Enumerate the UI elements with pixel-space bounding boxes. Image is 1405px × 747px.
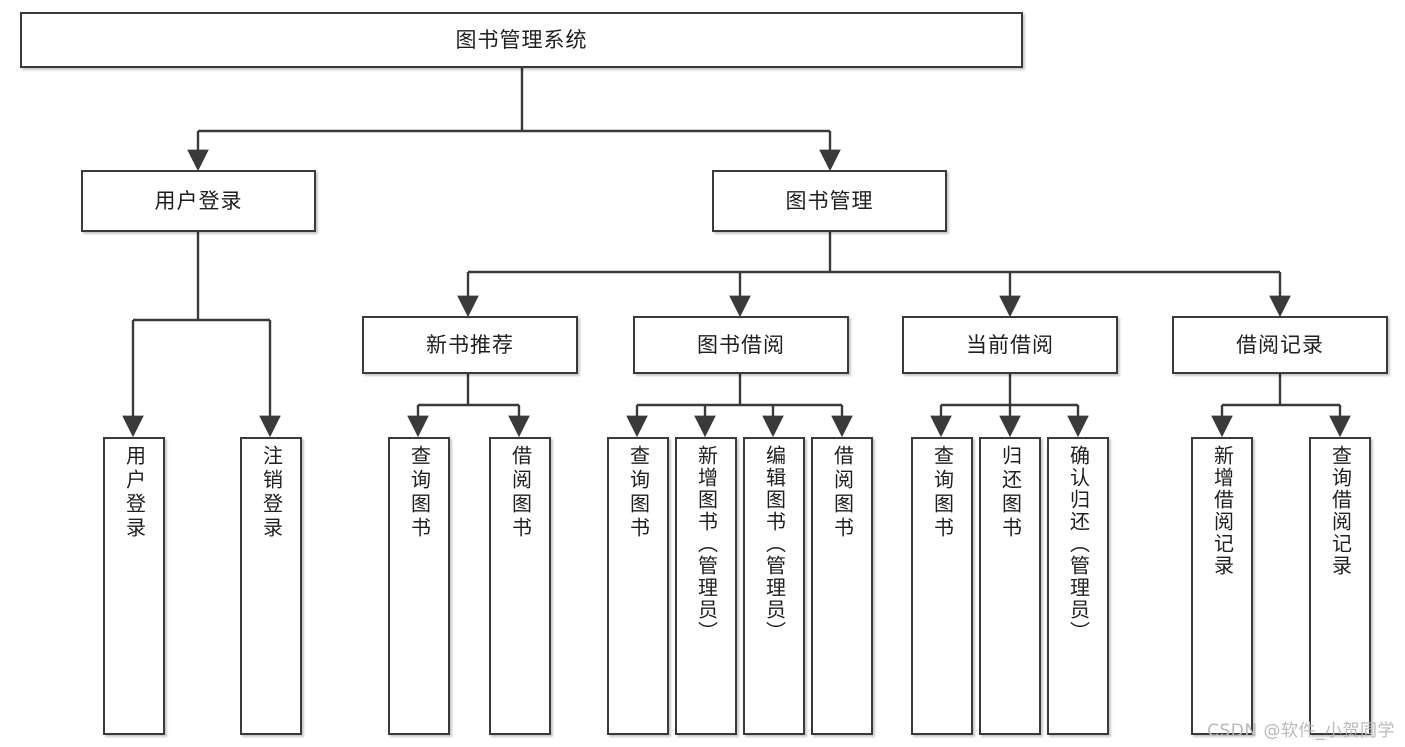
node-current-borrow[interactable]: 当前借阅 bbox=[902, 316, 1118, 374]
node-label: 注销登录 bbox=[259, 445, 284, 541]
node-label: 编辑图书（管理员） bbox=[762, 445, 787, 643]
leaf-user-login-1[interactable]: 用户登录 bbox=[103, 437, 165, 735]
node-label: 归还图书 bbox=[998, 445, 1023, 541]
node-label: 新书推荐 bbox=[426, 332, 514, 357]
leaf-book-borrow-4[interactable]: 借阅图书 bbox=[811, 437, 873, 735]
node-label: 借阅记录 bbox=[1236, 332, 1324, 357]
node-user-login[interactable]: 用户登录 bbox=[81, 170, 316, 232]
node-label: 查询图书 bbox=[930, 445, 955, 541]
leaf-current-borrow-3[interactable]: 确认归还（管理员） bbox=[1047, 437, 1109, 735]
node-label: 借阅图书 bbox=[830, 445, 855, 541]
node-book-management[interactable]: 图书管理 bbox=[712, 170, 947, 232]
node-label: 当前借阅 bbox=[966, 332, 1054, 357]
leaf-book-borrow-3[interactable]: 编辑图书（管理员） bbox=[743, 437, 805, 735]
leaf-current-borrow-1[interactable]: 查询图书 bbox=[911, 437, 973, 735]
watermark-text: CSDN @软件_小贺同学 bbox=[1207, 721, 1395, 741]
leaf-book-borrow-1[interactable]: 查询图书 bbox=[607, 437, 669, 735]
node-label: 查询图书 bbox=[626, 445, 651, 541]
leaf-new-book-recommend-1[interactable]: 查询图书 bbox=[388, 437, 450, 735]
leaf-borrow-record-1[interactable]: 新增借阅记录 bbox=[1191, 437, 1253, 735]
node-label: 确认归还（管理员） bbox=[1066, 445, 1091, 643]
node-label: 图书借阅 bbox=[697, 332, 785, 357]
node-new-book-recommend[interactable]: 新书推荐 bbox=[362, 316, 578, 374]
node-label: 新增图书（管理员） bbox=[694, 445, 719, 643]
node-label: 借阅图书 bbox=[508, 445, 533, 541]
leaf-current-borrow-2[interactable]: 归还图书 bbox=[979, 437, 1041, 735]
node-label: 查询借阅记录 bbox=[1328, 445, 1353, 577]
leaf-borrow-record-2[interactable]: 查询借阅记录 bbox=[1309, 437, 1371, 735]
leaf-user-login-2[interactable]: 注销登录 bbox=[240, 437, 302, 735]
node-label: 新增借阅记录 bbox=[1210, 445, 1235, 577]
node-book-borrow[interactable]: 图书借阅 bbox=[633, 316, 849, 374]
node-label: 图书管理 bbox=[785, 188, 874, 213]
node-label: 用户登录 bbox=[122, 445, 147, 541]
node-label: 用户登录 bbox=[154, 188, 243, 213]
leaf-new-book-recommend-2[interactable]: 借阅图书 bbox=[489, 437, 551, 735]
node-label: 图书管理系统 bbox=[455, 27, 588, 52]
node-root-book-management-system[interactable]: 图书管理系统 bbox=[20, 12, 1023, 68]
node-label: 查询图书 bbox=[407, 445, 432, 541]
node-borrow-record[interactable]: 借阅记录 bbox=[1172, 316, 1388, 374]
leaf-book-borrow-2[interactable]: 新增图书（管理员） bbox=[675, 437, 737, 735]
